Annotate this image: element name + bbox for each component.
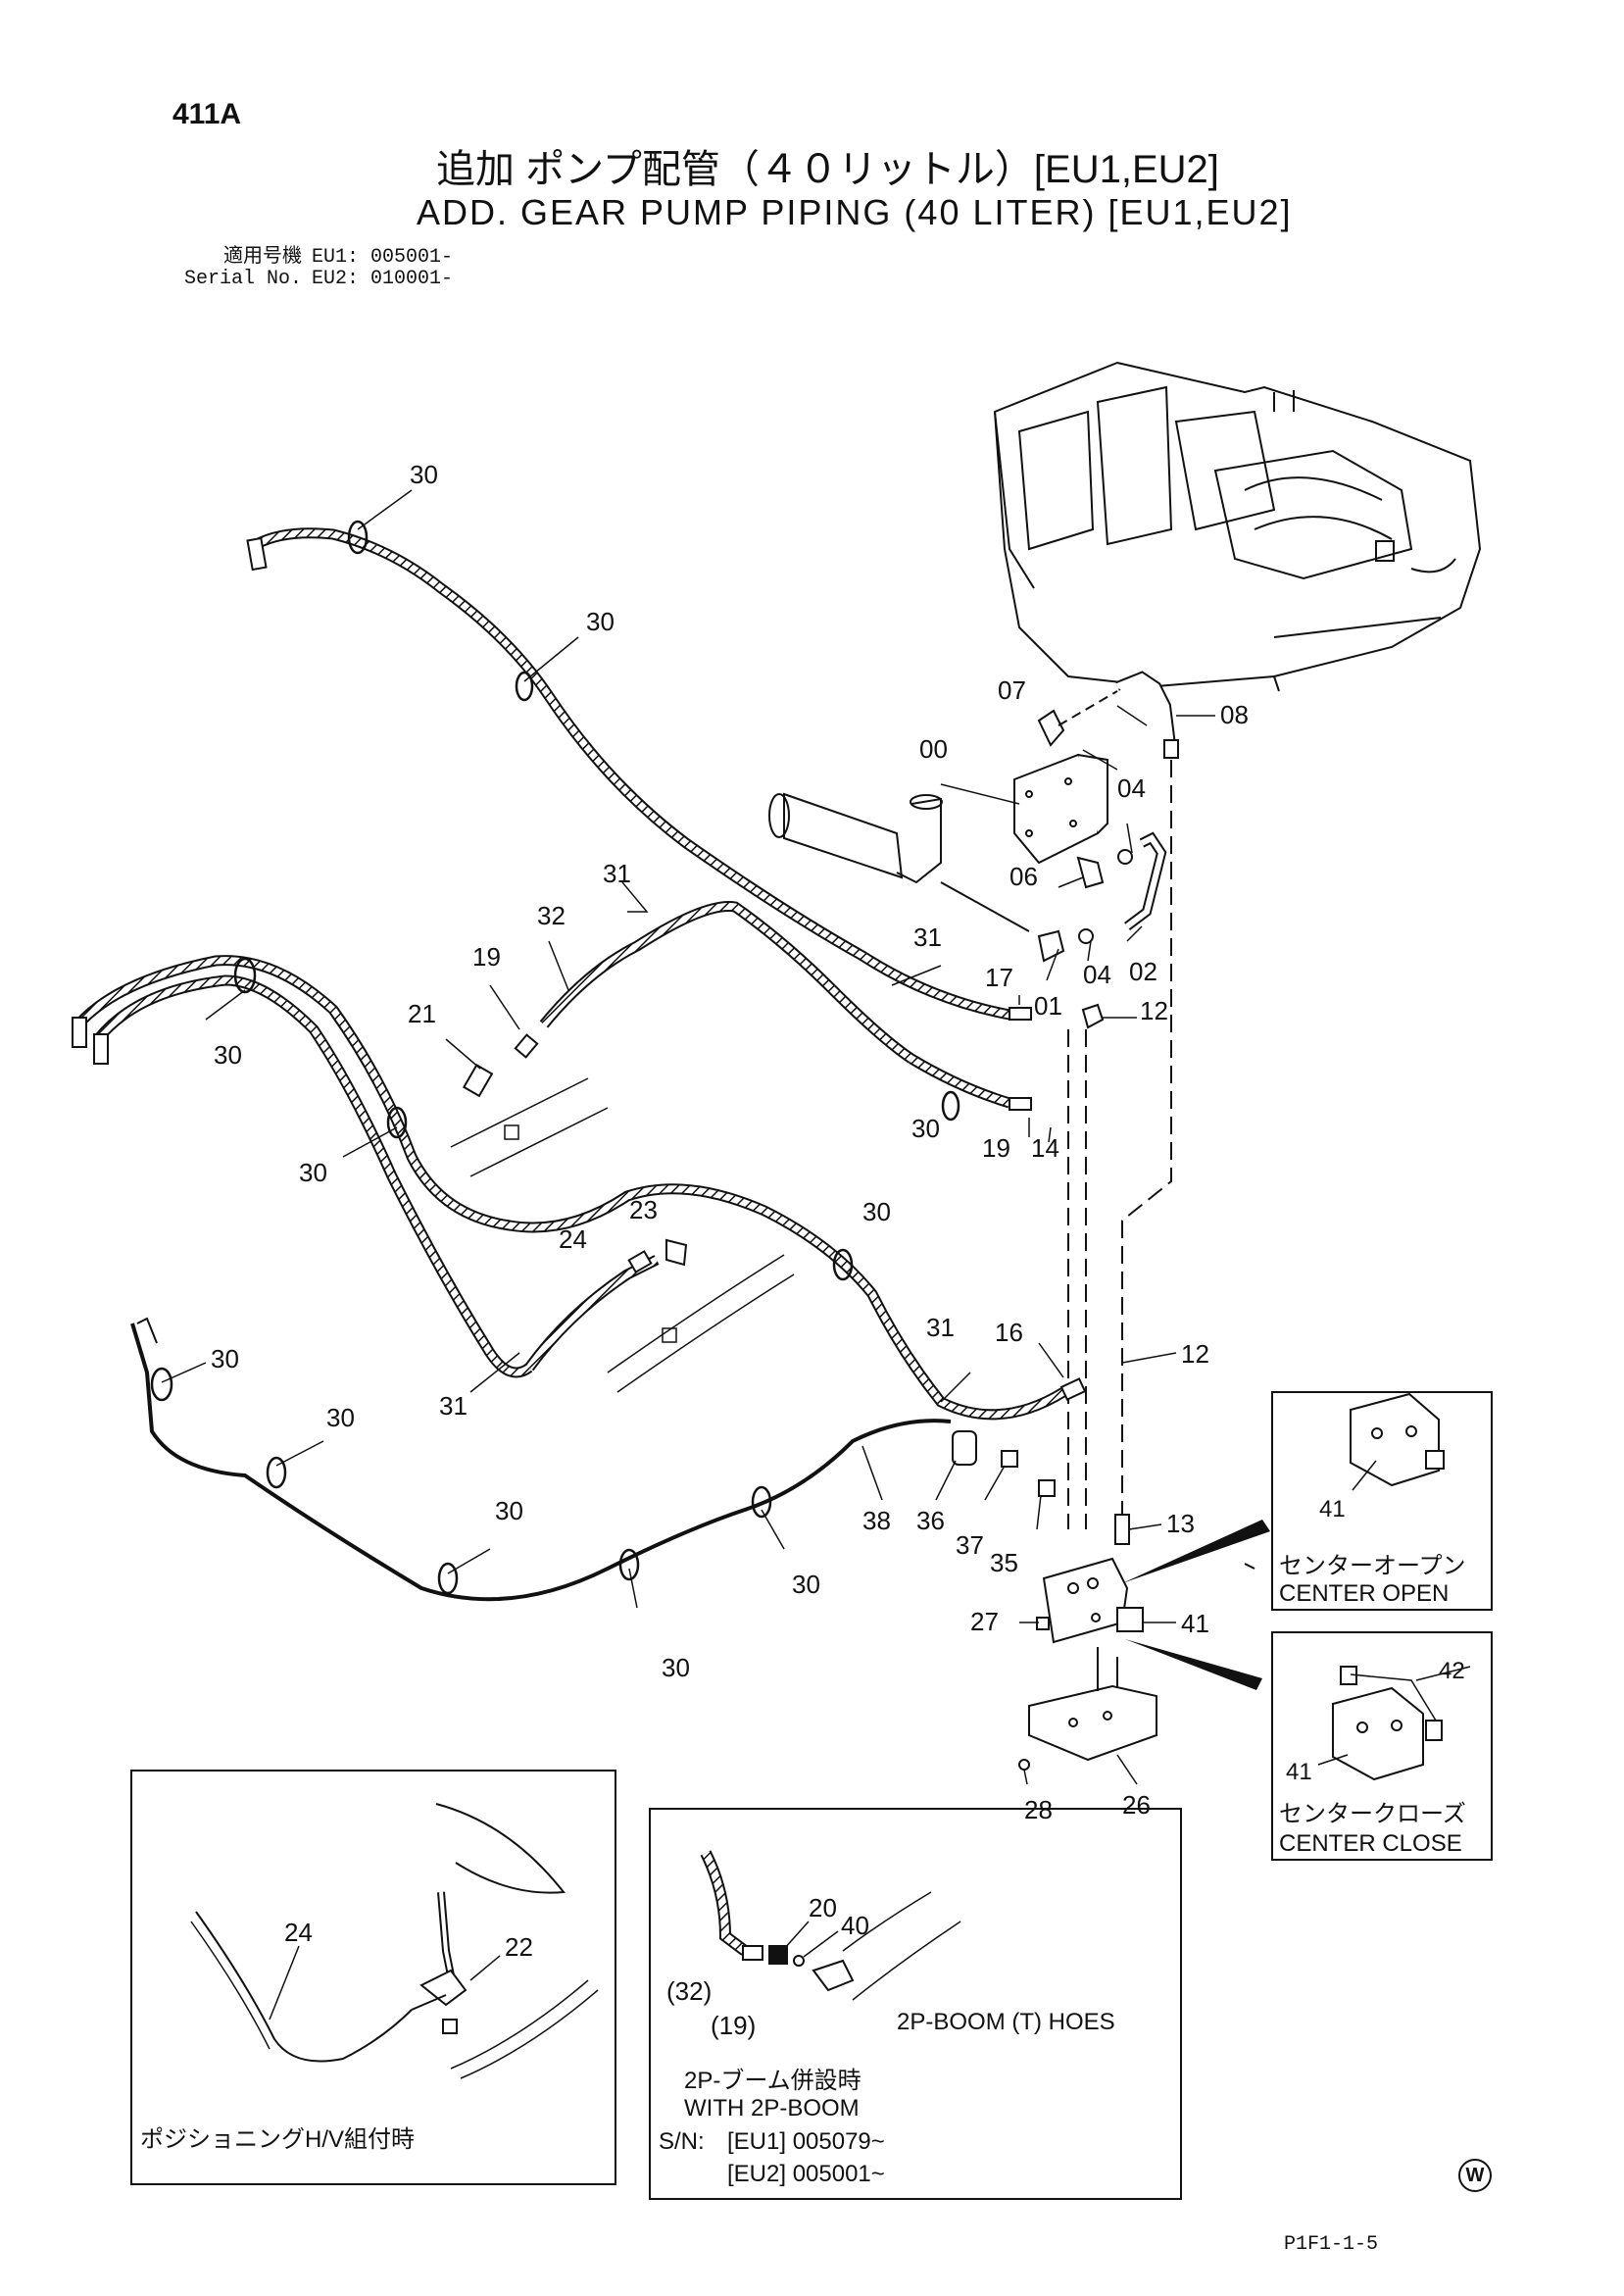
part-label: 30 [214,1040,242,1070]
pointer-wedges [1122,1520,1270,1690]
boom-caption-en: WITH 2P-BOOM [684,2095,860,2121]
part-label: 07 [998,675,1026,705]
serial-label-en: Serial No. [183,268,302,290]
boom-sn-eu2: [EU2] 005001~ [727,2161,885,2187]
positioning-part-22: 22 [505,1932,533,1962]
part-label: 19 [472,942,501,972]
title-english: ADD. GEAR PUMP PIPING (40 LITER) [EU1,EU… [417,192,1293,232]
part-label: 30 [299,1158,327,1187]
boom-inset-sketch [700,1850,961,2001]
part-label: 31 [926,1313,955,1342]
part-label: 28 [1024,1795,1053,1824]
serial-label-jp: 適用号機 [223,246,302,269]
part-label: 13 [1166,1509,1195,1538]
boom-sn-eu1: [EU1] 005079~ [727,2128,885,2155]
part-label: 30 [586,607,615,636]
clamps [150,520,960,1595]
part-label: 36 [916,1506,945,1535]
pilot-tube [130,1317,952,1602]
boom-part-19: (19) [711,2011,756,2040]
pump-fittings [1037,671,1179,1029]
positioning-caption: ポジショニングH/V組付時 [140,2126,415,2153]
leader-lines [161,489,1471,2021]
gear-pump [1013,753,1108,865]
valve-assembly [952,1430,1157,1771]
boom-part-40: 40 [841,1911,869,1940]
boom-sn-label: S/N: [659,2128,705,2155]
part-label: 30 [326,1403,355,1432]
part-label: 17 [985,963,1013,992]
part-label: 30 [911,1114,940,1143]
excavator-sketch [993,361,1482,707]
center-close-part-41: 41 [1286,1759,1312,1785]
serial-eu1: EU1: 005001- [312,246,454,269]
part-label: 30 [410,460,438,489]
braided-hoses [74,527,1066,1421]
part-label: 12 [1140,996,1168,1025]
center-close-valve [1332,1666,1443,1781]
center-close-caption-jp: センタークローズ [1279,1801,1466,1827]
part-label: 31 [913,923,942,952]
positioning-inset-sketch [190,1803,599,2079]
center-open-part: 41 [1319,1496,1346,1522]
part-label: 38 [862,1506,891,1535]
footer-code: P1F1-1-5 [1284,2233,1379,2256]
part-label: 21 [408,999,436,1028]
positioning-part-24: 24 [284,1918,313,1947]
floor-sketch [450,1077,795,1393]
part-labels: 30 30 30 30 30 30 30 30 30 30 30 31 31 3… [211,460,1249,1824]
boom-caption-jp: 2P-ブーム併設時 [684,2068,861,2094]
hose-ends [72,536,1087,1401]
part-label: 23 [629,1195,658,1224]
part-label: 31 [603,859,631,888]
inset-frames [130,1391,1493,2200]
part-label: 01 [1034,991,1062,1021]
part-label: 37 [956,1530,984,1560]
title-japanese: 追加 ポンプ配管（４０リットル）[EU1,EU2] [436,148,1219,191]
center-open-caption-en: CENTER OPEN [1279,1580,1449,1607]
part-label: 30 [792,1570,820,1599]
part-label: 32 [537,901,566,930]
part-label: 06 [1009,862,1038,891]
center-open-valve [1350,1392,1445,1487]
part-label: 24 [559,1224,587,1254]
part-label: 12 [1181,1339,1209,1369]
boom-hose-label: 2P-BOOM (T) HOES [897,2009,1115,2035]
part-label: 26 [1122,1790,1151,1820]
part-label: 08 [1220,700,1249,729]
part-label: 35 [990,1548,1018,1577]
part-label: 30 [862,1197,891,1226]
part-label: 16 [995,1318,1023,1347]
part-label: 27 [970,1607,999,1636]
part-label: 02 [1129,957,1157,986]
center-close-part-42: 42 [1439,1658,1465,1684]
boom-part-32: (32) [666,1976,712,2006]
page-id: 411A [172,98,242,130]
serial-info: 適用号機 EU1: 005001- Serial No. EU2: 010001- [174,247,453,290]
part-label: 14 [1031,1133,1059,1163]
center-close-caption-en: CENTER CLOSE [1279,1830,1462,1857]
part-label: 31 [439,1391,468,1421]
part-label: 00 [919,734,948,764]
part-label: 30 [662,1653,690,1682]
part-label: 41 [1181,1609,1209,1638]
center-open-caption-jp: センターオープン [1279,1553,1466,1579]
part-label: 19 [982,1133,1010,1163]
watermark-mark: W [1458,2159,1492,2192]
suction-pipe [768,792,1030,932]
boom-part-20: 20 [809,1893,837,1922]
part-label: 04 [1117,774,1146,803]
part-label: 30 [211,1344,239,1373]
serial-eu2: EU2: 010001- [312,268,454,290]
dashed-lines [1067,760,1255,1570]
part-label: 04 [1083,960,1111,989]
part-label: 30 [495,1496,523,1525]
